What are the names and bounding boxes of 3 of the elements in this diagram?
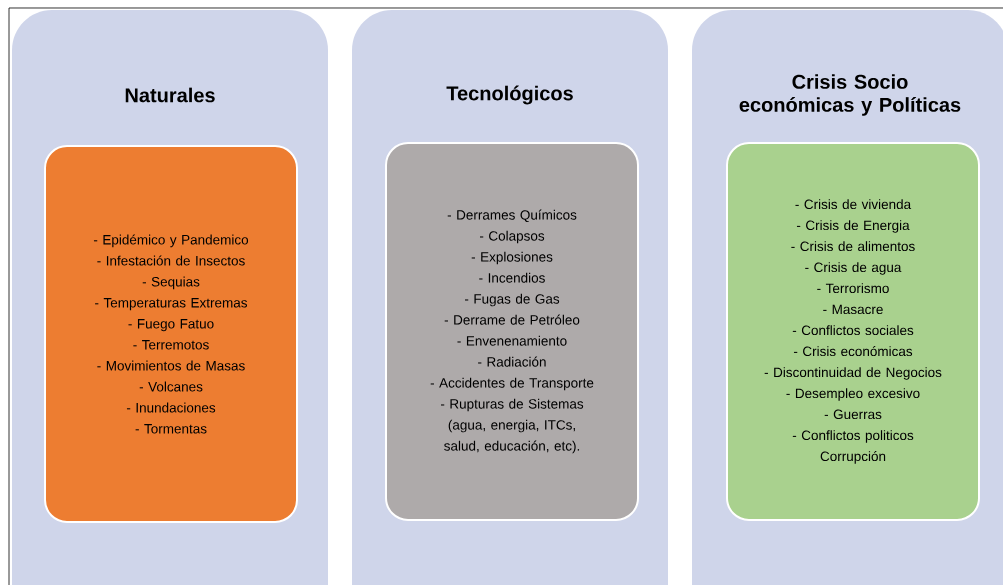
list-box: - Derrames Químicos - Colapsos - Explosiones - Incendios - Fugas de Gas - Derrame de Petróleo - Envenenamiento - Radiación - Accidentes de Transporte - Rupturas de Sistemas (agua, energia, ITCs, salud, educación, etc). [385,142,639,521]
list-box: - Epidémico y Pandemico - Infestación de Insectos - Sequias - Temperaturas Extremas - Fuego Fatuo - Terremotos - Movimientos de Masas - Volcanes - Inundaciones - Tormentas [44,145,298,523]
list-box: - Crisis de vivienda - Crisis de Energia - Crisis de alimentos - Crisis de agua - Terrorismo - Masacre - Conflictos sociales - Crisis económicas - Discontinuidad de Negocios - Desempleo excesivo - Guerras - Conflictos politicos Corrupción [726,142,980,521]
